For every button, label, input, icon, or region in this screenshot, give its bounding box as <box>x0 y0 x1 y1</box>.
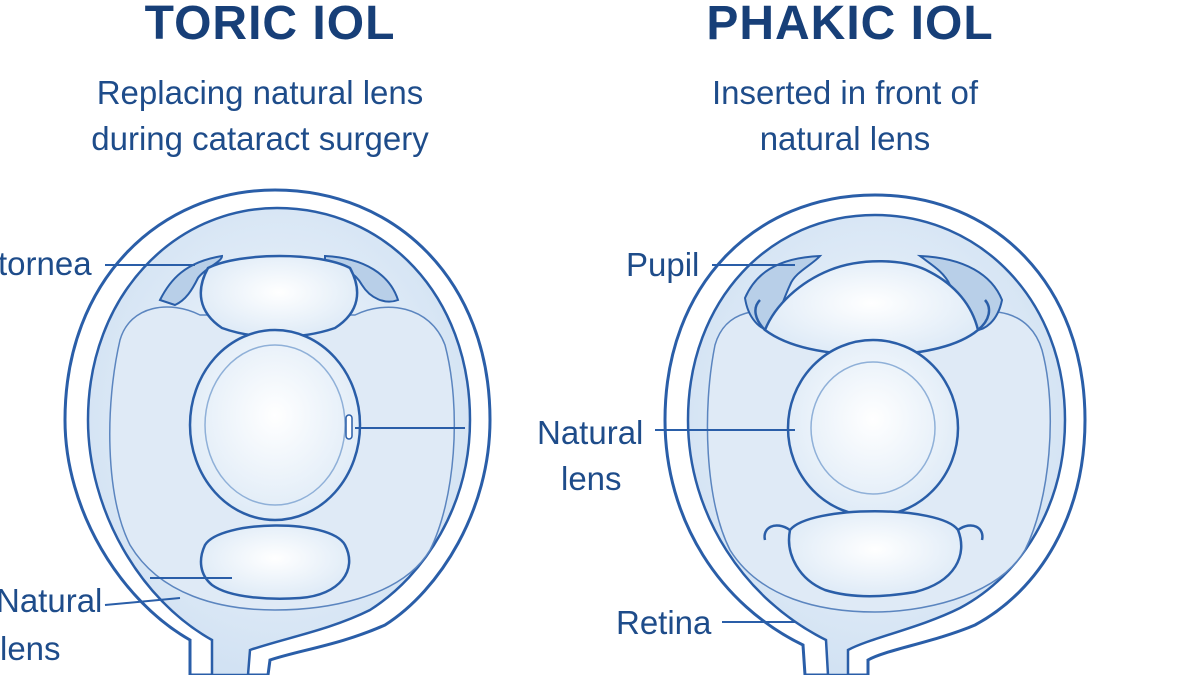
phakic-lower-haptic-right <box>957 524 984 541</box>
phakic-upper-haptic-left <box>754 299 766 331</box>
toric-eye <box>63 188 492 675</box>
phakic-natural-lens <box>786 338 960 518</box>
phakic-eye <box>655 193 1087 675</box>
toric-upper-lens <box>199 254 359 339</box>
phakic-lower-haptic-left <box>763 524 791 541</box>
toric-subtitle-line-1: Replacing natural lens <box>96 74 424 111</box>
toric-iol-subtitle: Replacing natural lens during cataract s… <box>40 70 480 162</box>
phakic-pupil-label: Pupil <box>626 246 699 283</box>
phakic-natural-lens-label-line-2: lens <box>561 460 622 497</box>
toric-iol-mark-icon <box>345 414 353 440</box>
phakic-subtitle-line-1: Inserted in front of <box>712 74 978 111</box>
toric-subtitle-line-2: during cataract surgery <box>91 120 429 157</box>
toric-central-iol <box>188 328 362 522</box>
toric-retina-leader <box>104 597 181 606</box>
toric-iol-title: TORIC IOL <box>144 0 396 50</box>
phakic-iol-title: PHAKIC IOL <box>706 0 994 50</box>
toric-natural-lens-label-line-1: Natural <box>0 582 102 619</box>
toric-lower-lens <box>199 524 351 600</box>
phakic-natural-lens-inner <box>810 361 936 495</box>
toric-central-iol-inner <box>204 344 346 506</box>
phakic-retina-label: Retina <box>616 604 712 641</box>
toric-cornea-label: tornea <box>0 245 92 282</box>
phakic-natural-lens-label-line-1: Natural <box>537 414 643 451</box>
phakic-lower-iol <box>787 510 963 598</box>
phakic-subtitle-line-2: natural lens <box>759 120 931 157</box>
toric-natural-lens-label-line-2: lens <box>0 630 61 667</box>
phakic-upper-haptic-right <box>977 299 991 331</box>
phakic-iol-subtitle: Inserted in front of natural lens <box>650 70 1040 162</box>
